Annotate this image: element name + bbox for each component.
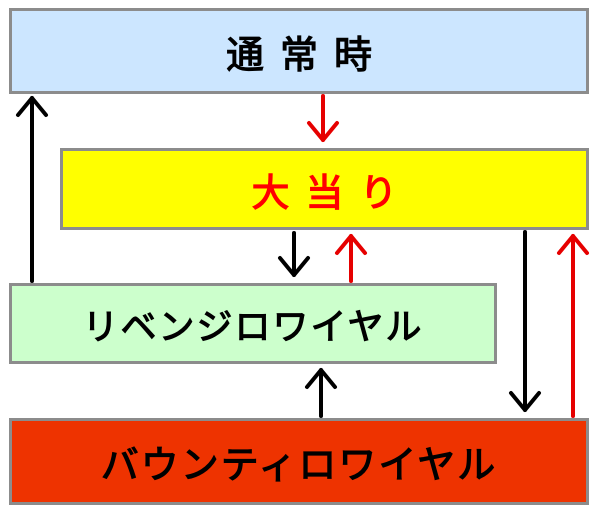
node-revenge: リベンジロワイヤル: [9, 283, 497, 364]
arrow-revenge-to-jackpot: [335, 234, 367, 283]
node-revenge-label: リベンジロワイヤル: [82, 306, 424, 348]
arrow-bounty-to-revenge: [305, 368, 337, 418]
arrow-jackpot-to-revenge: [278, 231, 310, 277]
node-bounty: バウンティロワイヤル: [9, 418, 589, 505]
node-normal-label: 通常時: [225, 32, 388, 77]
node-normal: 通常時: [9, 8, 589, 94]
node-bounty-label: バウンティロワイヤル: [100, 443, 498, 487]
node-jackpot-label: 大当り: [251, 170, 414, 215]
arrow-revenge-to-normal: [16, 96, 48, 283]
node-jackpot: 大当り: [60, 148, 589, 230]
arrow-normal-to-jackpot: [307, 94, 339, 142]
arrow-jackpot-to-bounty: [509, 230, 541, 412]
arrow-bounty-to-jackpot: [557, 234, 589, 418]
